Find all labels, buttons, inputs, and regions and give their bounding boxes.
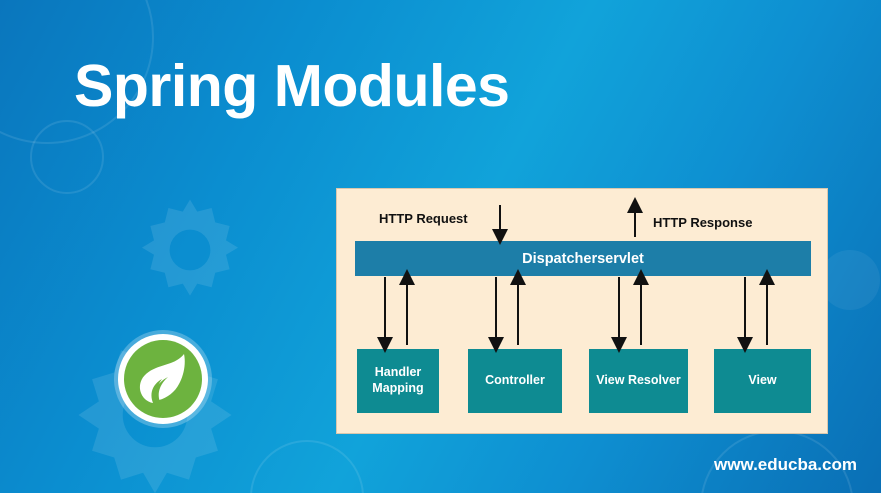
view-box[interactable]: View [714, 349, 811, 413]
handler-mapping-label: Handler Mapping [372, 365, 423, 396]
dispatcher-servlet-box[interactable]: Dispatcherservlet [355, 241, 811, 276]
handler-mapping-line1: Handler [374, 365, 422, 380]
http-request-label: HTTP Request [379, 211, 468, 226]
decorative-circle [250, 440, 364, 493]
leaf-icon [139, 354, 185, 403]
spring-leaf-logo [118, 334, 208, 424]
page-title: Spring Modules [74, 53, 510, 119]
decorative-circle [820, 250, 880, 310]
gear-icon [142, 199, 238, 296]
handler-mapping-line2: Mapping [372, 381, 424, 395]
diagram-panel: HTTP Request HTTP Response Dispatcherser… [336, 188, 828, 434]
view-resolver-box[interactable]: View Resolver [589, 349, 688, 413]
site-footer: www.educba.com [714, 455, 857, 474]
http-response-label: HTTP Response [653, 215, 753, 230]
controller-box[interactable]: Controller [468, 349, 562, 413]
decorative-circle [30, 120, 104, 194]
handler-mapping-box[interactable]: Handler Mapping [357, 349, 439, 413]
